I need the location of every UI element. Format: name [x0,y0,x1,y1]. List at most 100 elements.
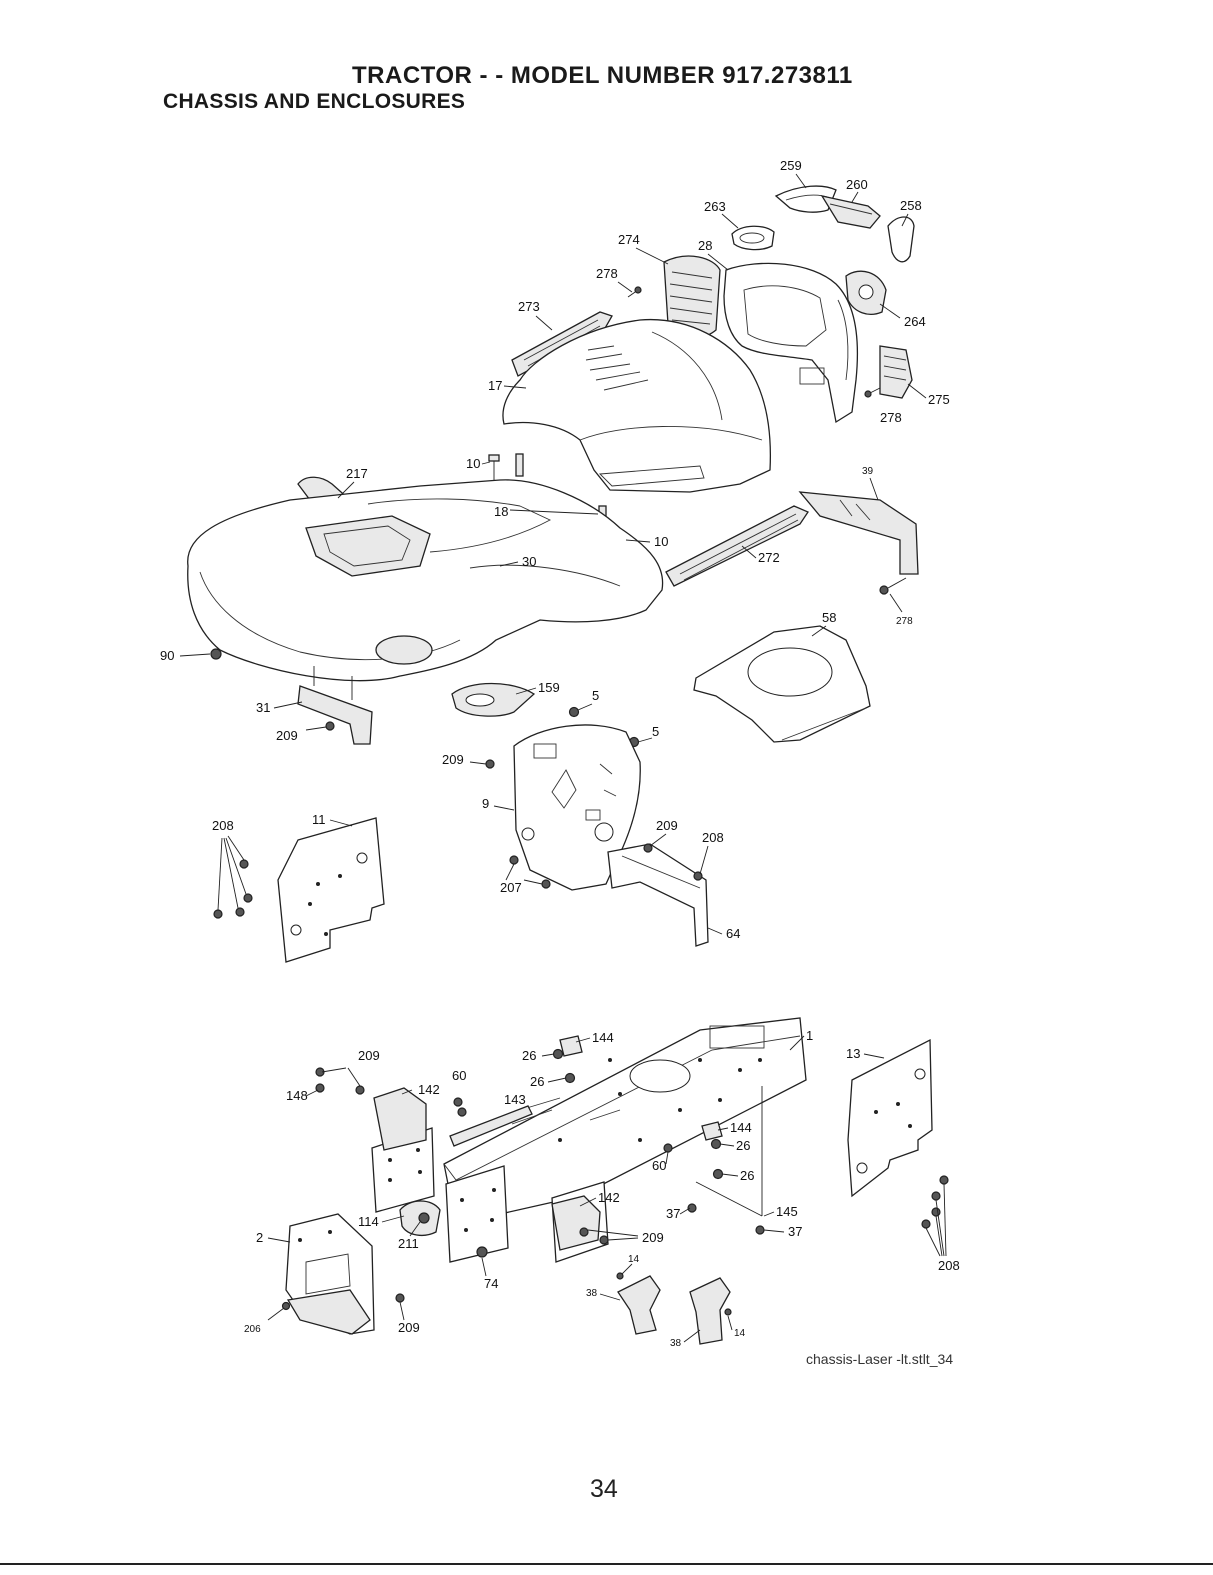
callout-209: 209 [398,1320,420,1335]
callout-208: 208 [212,818,234,833]
callout-144: 144 [730,1120,752,1135]
part-275-headlight-bracket [879,345,913,399]
part-14-screw [616,1272,624,1280]
callout-37: 37 [666,1206,680,1221]
callout-211: 211 [398,1236,419,1251]
callout-26: 26 [736,1138,750,1153]
part-38-bracket [617,1275,661,1335]
callout-labels: 259 260 263 258 274 28 278 264 273 17 27… [160,158,960,1349]
callout-209: 209 [656,818,678,833]
callout-26: 26 [740,1168,754,1183]
part-26-nut [710,1138,722,1150]
part-144-clip [559,1035,583,1057]
part-142-front-bracket [373,1087,427,1151]
callout-58: 58 [822,610,836,625]
part-278-screw [627,286,642,298]
callout-274: 274 [618,232,640,247]
part-18-bumper-strip [515,453,524,477]
part-38-bracket [689,1277,731,1345]
callout-142: 142 [418,1082,440,1097]
part-74-nut [476,1246,488,1258]
callout-10: 10 [466,456,480,471]
callout-13: 13 [846,1046,860,1061]
part-145-rod [695,1181,763,1217]
part-26-nut [564,1072,576,1084]
callout-37: 37 [788,1224,802,1239]
part-39-bracket [798,491,919,575]
part-5-nut [568,706,580,718]
callout-209: 209 [442,752,464,767]
part-17-hood [502,318,771,493]
part-260-lens-strip [820,195,881,229]
callout-278: 278 [880,410,902,425]
callout-264: 264 [904,314,926,329]
callout-208: 208 [702,830,724,845]
callout-142: 142 [598,1190,620,1205]
callout-5: 5 [652,724,659,739]
part-28-hood-front-housing [723,262,858,424]
part-258-end-cap [887,216,915,263]
callout-114: 114 [358,1214,379,1229]
part-11-left-side-panel [277,817,385,963]
part-14-screw [724,1308,732,1316]
part-272-side-vent [665,505,809,587]
part-26-nut [552,1048,564,1060]
callout-39: 39 [862,466,874,477]
part-209-bolt [469,759,495,769]
part-278-screw [879,577,907,595]
part-90-nut [210,648,222,660]
callout-18: 18 [494,504,508,519]
part-142-front-bracket [551,1195,601,1251]
callout-60: 60 [452,1068,466,1083]
part-206-bolt [267,1301,291,1321]
callout-5: 5 [592,688,599,703]
part-209-bolt [315,1067,365,1095]
callout-258: 258 [900,198,922,213]
bottom-rule [0,1563,1213,1565]
part-10-bolt [488,454,500,480]
part-273-side-vent [511,311,613,377]
callout-14: 14 [628,1254,640,1265]
callout-260: 260 [846,177,868,192]
callout-275: 275 [928,392,950,407]
callout-2: 2 [256,1230,263,1245]
part-31-bracket [297,685,373,745]
callout-74: 74 [484,1276,498,1291]
callout-143: 143 [504,1092,526,1107]
callout-38: 38 [670,1338,682,1349]
callout-1: 1 [806,1028,813,1043]
callout-90: 90 [160,648,174,663]
part-37-bolt [687,1203,697,1213]
part-64-tunnel-cover [607,843,709,947]
part-144-clip [701,1121,723,1141]
callout-278: 278 [596,266,618,281]
part-143-bar [449,1105,533,1147]
callout-30: 30 [522,554,536,569]
part-278-screw [864,387,881,398]
page-title: TRACTOR - - MODEL NUMBER 917.273811 [352,62,853,89]
callout-209: 209 [276,728,298,743]
part-148-bolt [305,1083,325,1097]
callout-159: 159 [538,680,560,695]
figure-caption: chassis-Laser -lt.stlt_34 [806,1351,954,1367]
callout-11: 11 [312,812,326,827]
callout-17: 17 [488,378,502,393]
part-209-bolt [395,1293,405,1321]
callout-259: 259 [780,158,802,173]
part-208-bolt-group [921,1175,949,1257]
callout-26: 26 [530,1074,544,1089]
callout-278: 278 [896,616,913,627]
callout-263: 263 [704,199,726,214]
callout-28: 28 [698,238,712,253]
part-26-nut [712,1168,724,1180]
callout-60: 60 [652,1158,666,1173]
callout-14: 14 [734,1328,746,1339]
callout-10: 10 [654,534,668,549]
part-209-bolt [579,1227,639,1245]
callout-64: 64 [726,926,740,941]
callout-207: 207 [500,880,522,895]
callout-38: 38 [586,1288,598,1299]
callout-209: 209 [642,1230,664,1245]
